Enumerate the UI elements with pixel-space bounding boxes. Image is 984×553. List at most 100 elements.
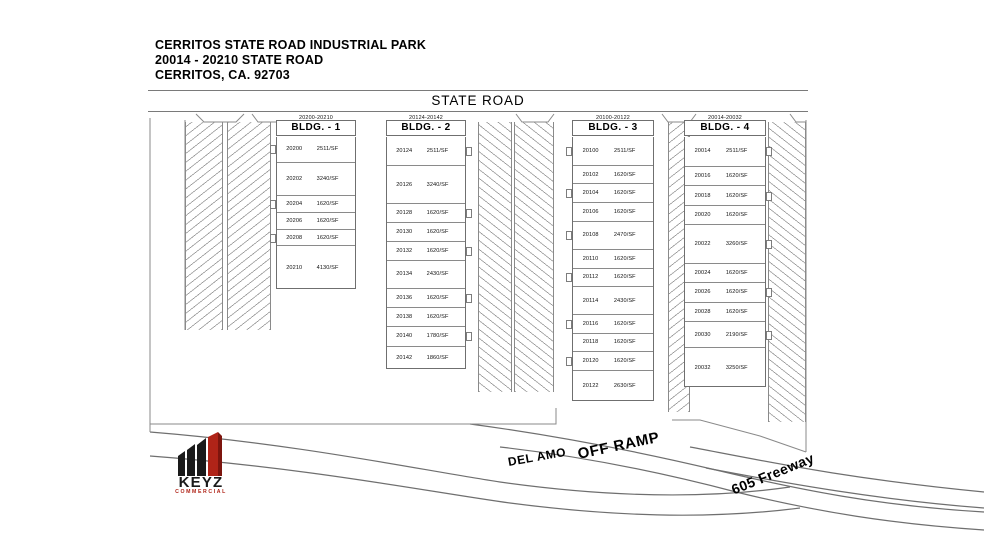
off-ramp-north-edge — [469, 423, 984, 513]
state-road-band: STATE ROAD — [148, 90, 808, 112]
unit-area: 2470/SF — [613, 232, 636, 239]
unit-number: 20126 — [396, 181, 413, 188]
unit-number: 20140 — [396, 333, 413, 340]
unit-door-notch — [566, 273, 572, 283]
unit-number: 20204 — [286, 201, 303, 208]
unit-door-notch — [566, 231, 572, 241]
unit-area: 2511/SF — [316, 146, 339, 153]
unit-number: 20018 — [694, 192, 711, 199]
unit-area: 1620/SF — [426, 313, 449, 320]
unit-area: 3240/SF — [426, 181, 449, 188]
unit-number: 20208 — [286, 234, 303, 241]
parking-hatch-west-1 — [185, 122, 223, 330]
unit-number: 20020 — [694, 211, 711, 218]
unit-20106[interactable]: 20106 1620/SF — [573, 203, 653, 222]
unit-number: 20124 — [396, 148, 413, 155]
unit-number: 20210 — [286, 264, 303, 271]
del-amo-south-edge — [149, 455, 801, 516]
unit-door-notch — [270, 200, 276, 210]
building-3-address-range: 20100-20122 — [596, 115, 630, 121]
unit-area: 4130/SF — [316, 264, 339, 271]
unit-door-notch — [566, 146, 572, 156]
unit-20126[interactable]: 20126 3240/SF — [387, 166, 465, 204]
unit-area: 1620/SF — [426, 247, 449, 254]
unit-door-notch — [466, 147, 472, 157]
unit-number: 20022 — [694, 240, 711, 247]
unit-area: 1620/SF — [725, 173, 748, 180]
unit-20102[interactable]: 20102 1620/SF — [573, 166, 653, 185]
unit-number: 20142 — [396, 355, 413, 362]
unit-door-notch — [566, 189, 572, 199]
building-1-address-range: 20200-20210 — [299, 115, 333, 121]
unit-area: 1620/SF — [725, 270, 748, 277]
unit-number: 20106 — [582, 208, 599, 215]
unit-number: 20100 — [582, 147, 599, 154]
unit-number: 20102 — [582, 171, 599, 178]
logo-wordmark: KEYZ — [178, 474, 224, 491]
unit-20208[interactable]: 20208 1620/SF — [270, 230, 355, 247]
unit-number: 20132 — [396, 247, 413, 254]
stall-cap-a — [195, 113, 245, 123]
unit-area: 2430/SF — [426, 271, 449, 278]
page-title: CERRITOS STATE ROAD INDUSTRIAL PARK 2001… — [155, 38, 426, 83]
state-road-top-edge — [148, 90, 808, 91]
unit-area: 1620/SF — [613, 339, 636, 346]
unit-number: 20118 — [582, 339, 599, 346]
unit-door-notch — [766, 147, 772, 157]
unit-area: 1620/SF — [613, 208, 636, 215]
unit-area: 1620/SF — [316, 234, 339, 241]
unit-area: 1620/SF — [316, 217, 339, 224]
unit-number: 20014 — [694, 148, 711, 155]
unit-20132[interactable]: 20132 1620/SF — [387, 242, 472, 261]
unit-area: 1620/SF — [613, 171, 636, 178]
unit-door-notch — [566, 357, 572, 366]
unit-20210[interactable]: 20210 4130/SF — [277, 246, 355, 289]
parking-hatch-mid-1 — [478, 122, 512, 392]
building-towers-icon — [178, 432, 222, 476]
unit-20118[interactable]: 20118 1620/SF — [573, 334, 653, 353]
unit-door-notch — [766, 288, 772, 298]
unit-number: 20030 — [694, 331, 711, 338]
unit-area: 1620/SF — [613, 255, 636, 262]
